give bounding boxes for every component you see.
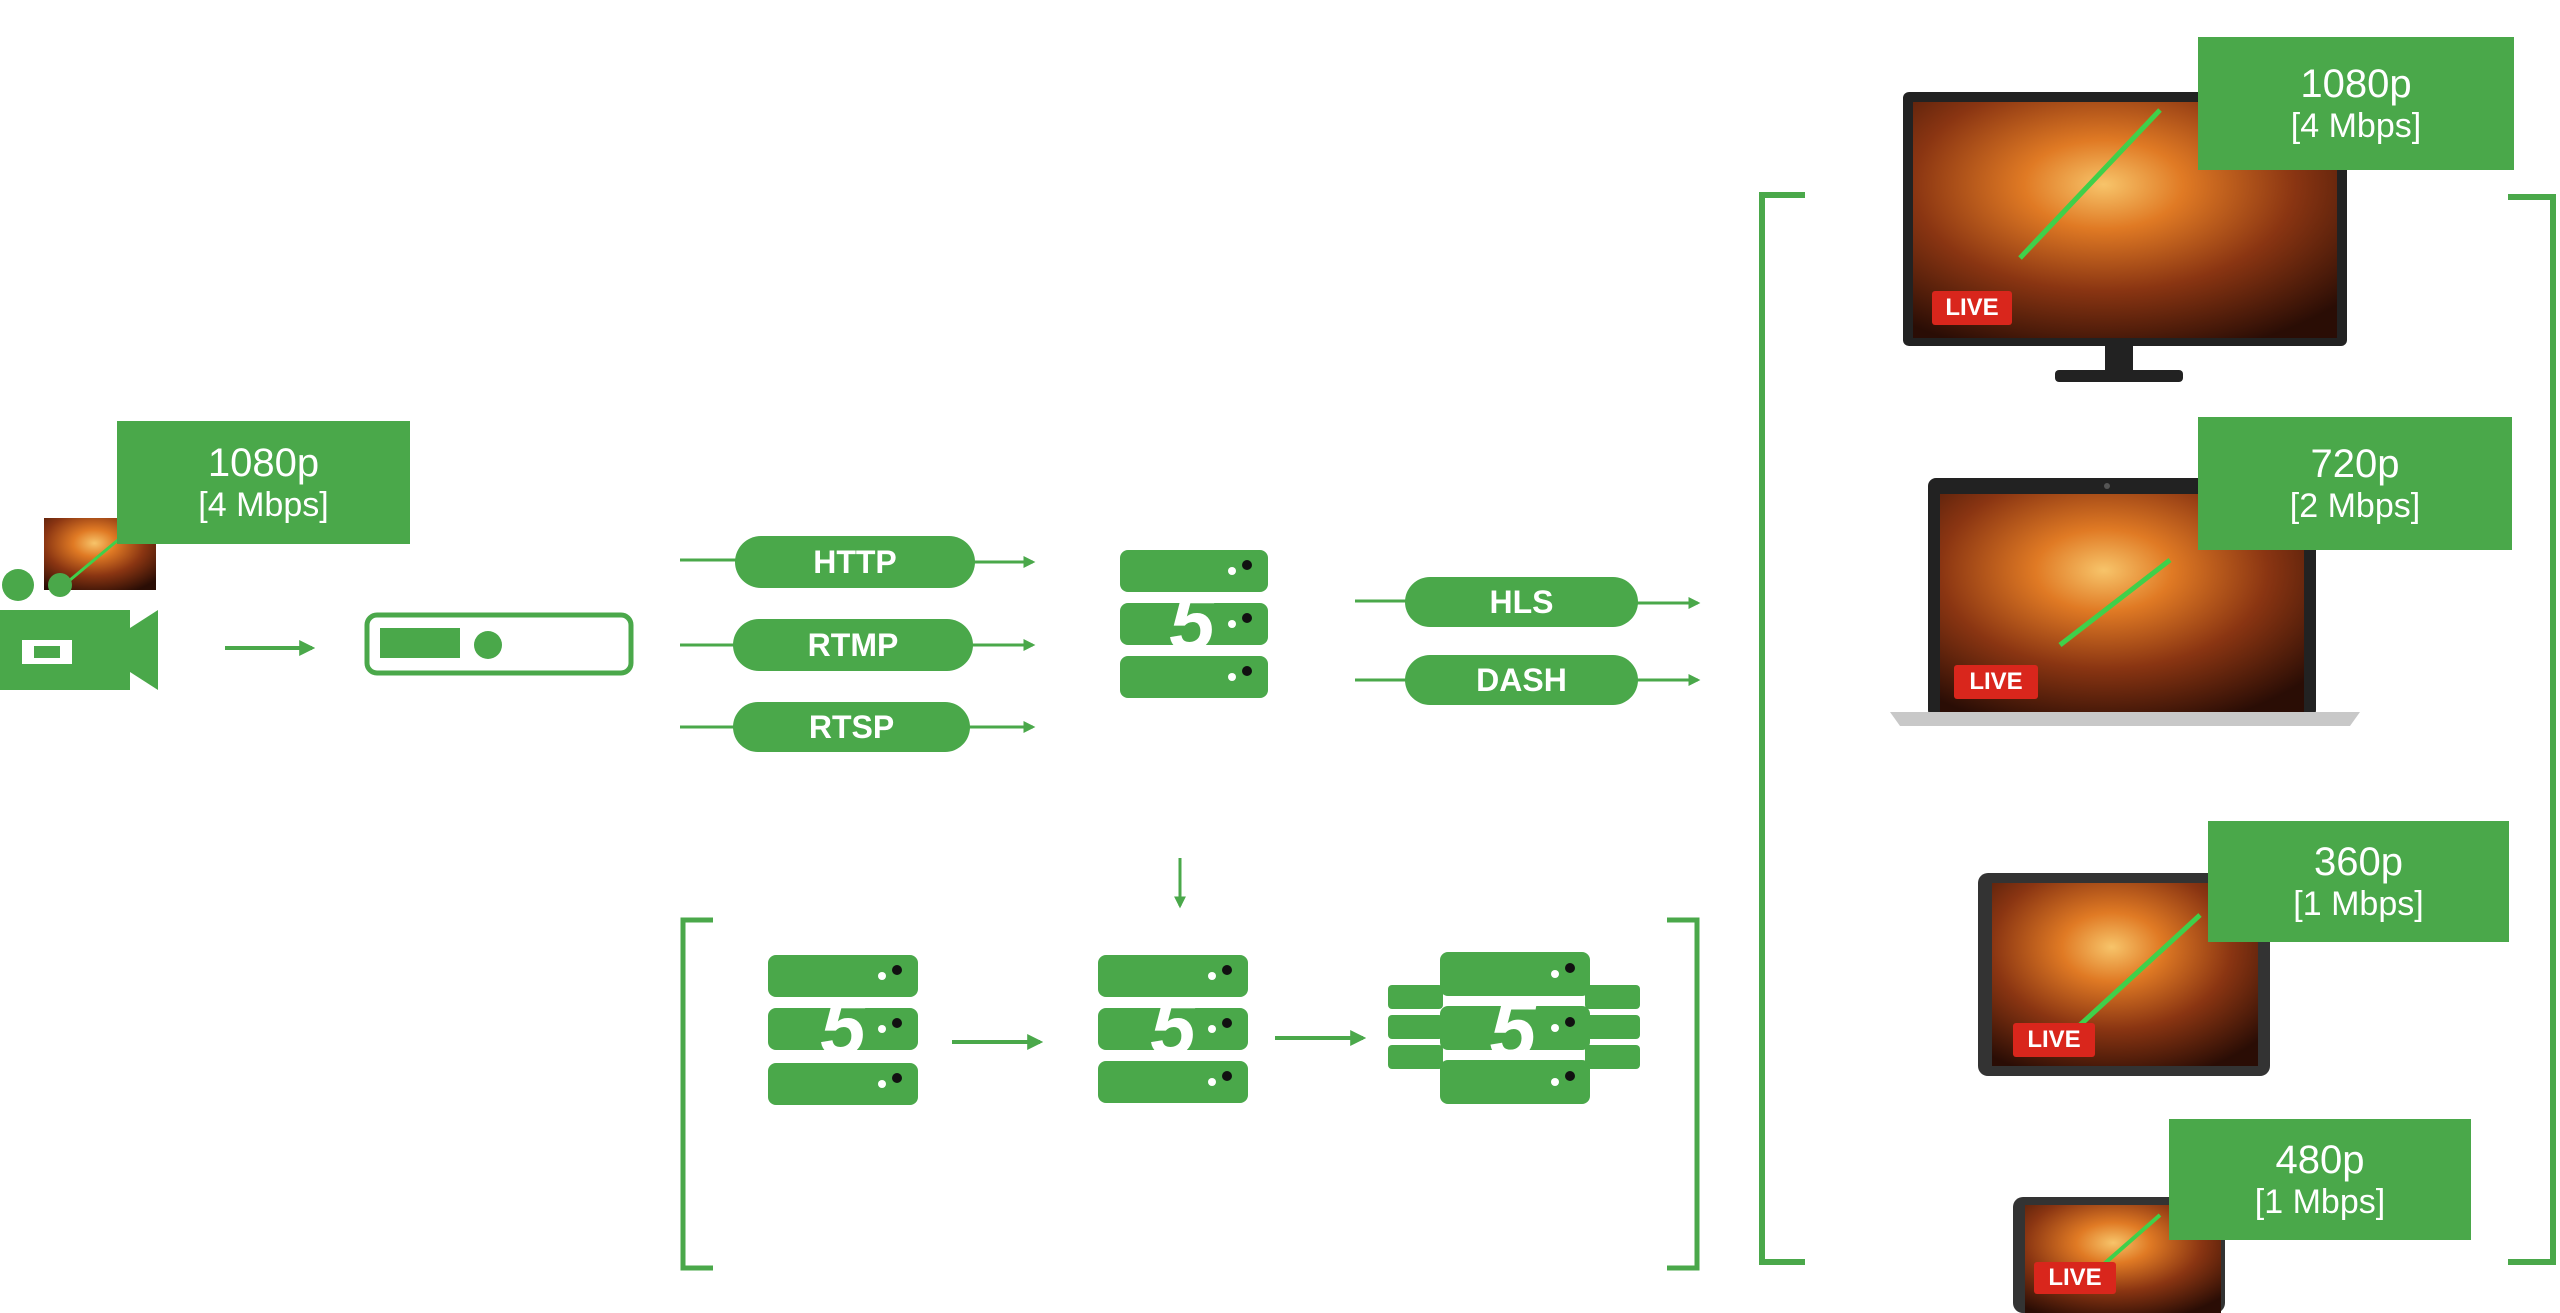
phone-resolution: 480p [2275,1137,2365,1182]
protocol-http: HTTP [735,536,975,588]
protocol-rtsp: RTSP [733,702,970,752]
monitor-resolution: 1080p [2300,61,2412,106]
monitor-bitrate: [4 Mbps] [2290,106,2422,145]
server-cluster-icon: 5 [768,955,918,1105]
encoder-device-icon [364,612,634,676]
devices-bracket-right [2508,194,2556,1265]
monitor-quality-label: 1080p [4 Mbps] [2198,37,2514,170]
protocol-hls: HLS [1405,577,1638,627]
laptop-resolution: 720p [2310,441,2400,486]
server-cluster-icon: 5 [1388,952,1640,1104]
live-badge: LIVE [2034,1262,2116,1294]
phone-quality-label: 480p [1 Mbps] [2169,1119,2471,1240]
laptop-quality-label: 720p [2 Mbps] [2198,417,2512,550]
source-resolution: 1080p [207,440,320,485]
live-badge: LIVE [2013,1023,2095,1057]
tablet-resolution: 360p [2314,839,2403,884]
cluster-bracket-left [680,917,713,1271]
server-logo-glyph: 5 [1150,982,1197,1073]
phone-bitrate: [1 Mbps] [2254,1182,2386,1221]
server-logo-glyph: 5 [1169,577,1216,668]
cluster-bracket-right [1667,917,1700,1271]
source-quality-label: 1080p [4 Mbps] [117,421,410,544]
source-bitrate: [4 Mbps] [198,485,329,524]
server-cluster-icon: 5 [1098,955,1248,1103]
protocol-in-lines [680,556,1036,733]
laptop-bitrate: [2 Mbps] [2289,486,2421,525]
live-badge: LIVE [1932,291,2012,325]
protocol-dash: DASH [1405,655,1638,705]
protocol-out-lines [1355,597,1701,686]
server-logo-glyph: 5 [820,982,867,1073]
tablet-quality-label: 360p [1 Mbps] [2208,821,2509,942]
server-logo-glyph: 5 [1490,982,1538,1076]
live-badge: LIVE [1954,665,2038,699]
media-server-icon: 5 [1120,550,1268,698]
tablet-bitrate: [1 Mbps] [2293,884,2424,923]
protocol-rtmp: RTMP [733,619,973,671]
devices-bracket-left [1759,192,1805,1265]
